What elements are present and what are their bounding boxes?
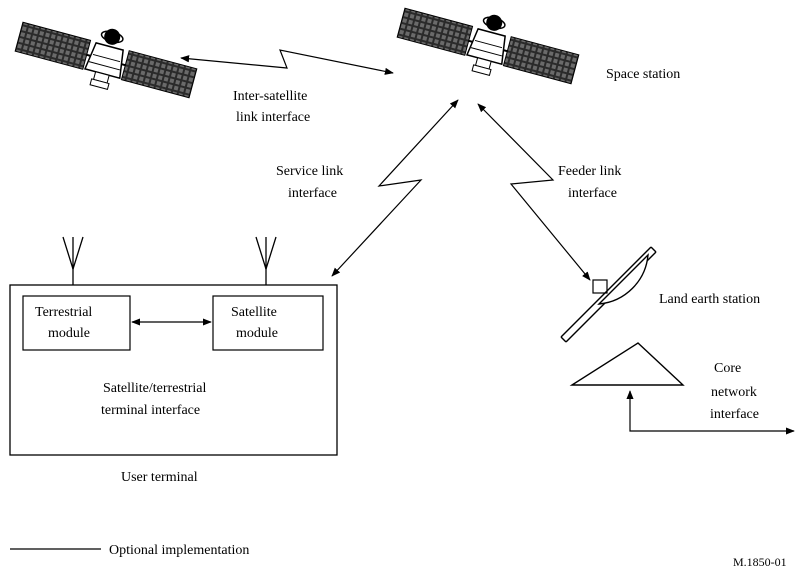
inter-satellite-label-line1: Inter-satellite	[233, 89, 307, 104]
core-network-label-line3: interface	[710, 407, 759, 422]
antenna-left-icon	[62, 236, 84, 270]
feeder-link-label-line1: Feeder link	[558, 164, 621, 179]
antenna-right-icon	[255, 236, 277, 270]
satellite-module-box	[212, 295, 324, 351]
service-link-arrow	[331, 99, 459, 277]
terrestrial-module-label-line2: module	[48, 326, 90, 341]
satellite-right-icon	[392, 0, 585, 98]
service-link-label-line2: interface	[288, 186, 337, 201]
figure-reference: M.1850-01	[733, 555, 787, 569]
terminal-interface-label-line2: terminal interface	[101, 403, 200, 418]
inter-satellite-label-line2: link interface	[236, 110, 310, 125]
terrestrial-module-label-line1: Terrestrial	[35, 305, 92, 320]
feeder-link-arrow	[477, 103, 591, 281]
core-network-label-line2: network	[711, 385, 757, 400]
service-link-label-line1: Service link	[276, 164, 343, 179]
core-network-label-line1: Core	[714, 361, 741, 376]
land-earth-station-label: Land earth station	[659, 292, 760, 307]
satellite-module-label-line1: Satellite	[231, 305, 277, 320]
user-terminal-label: User terminal	[121, 470, 198, 485]
user-terminal-box	[9, 284, 338, 456]
satellite-left-icon	[10, 4, 203, 112]
dish-antenna-icon	[560, 246, 685, 386]
space-station-label: Space station	[606, 67, 680, 82]
terrestrial-module-box	[22, 295, 131, 351]
terminal-interface-label-line1: Satellite/terrestrial	[103, 381, 207, 396]
legend-optional-label: Optional implementation	[109, 543, 249, 558]
inter-satellite-link-arrow	[180, 49, 394, 75]
feeder-link-label-line2: interface	[568, 186, 617, 201]
core-network-link-arrow	[626, 390, 795, 435]
satellite-module-label-line2: module	[236, 326, 278, 341]
